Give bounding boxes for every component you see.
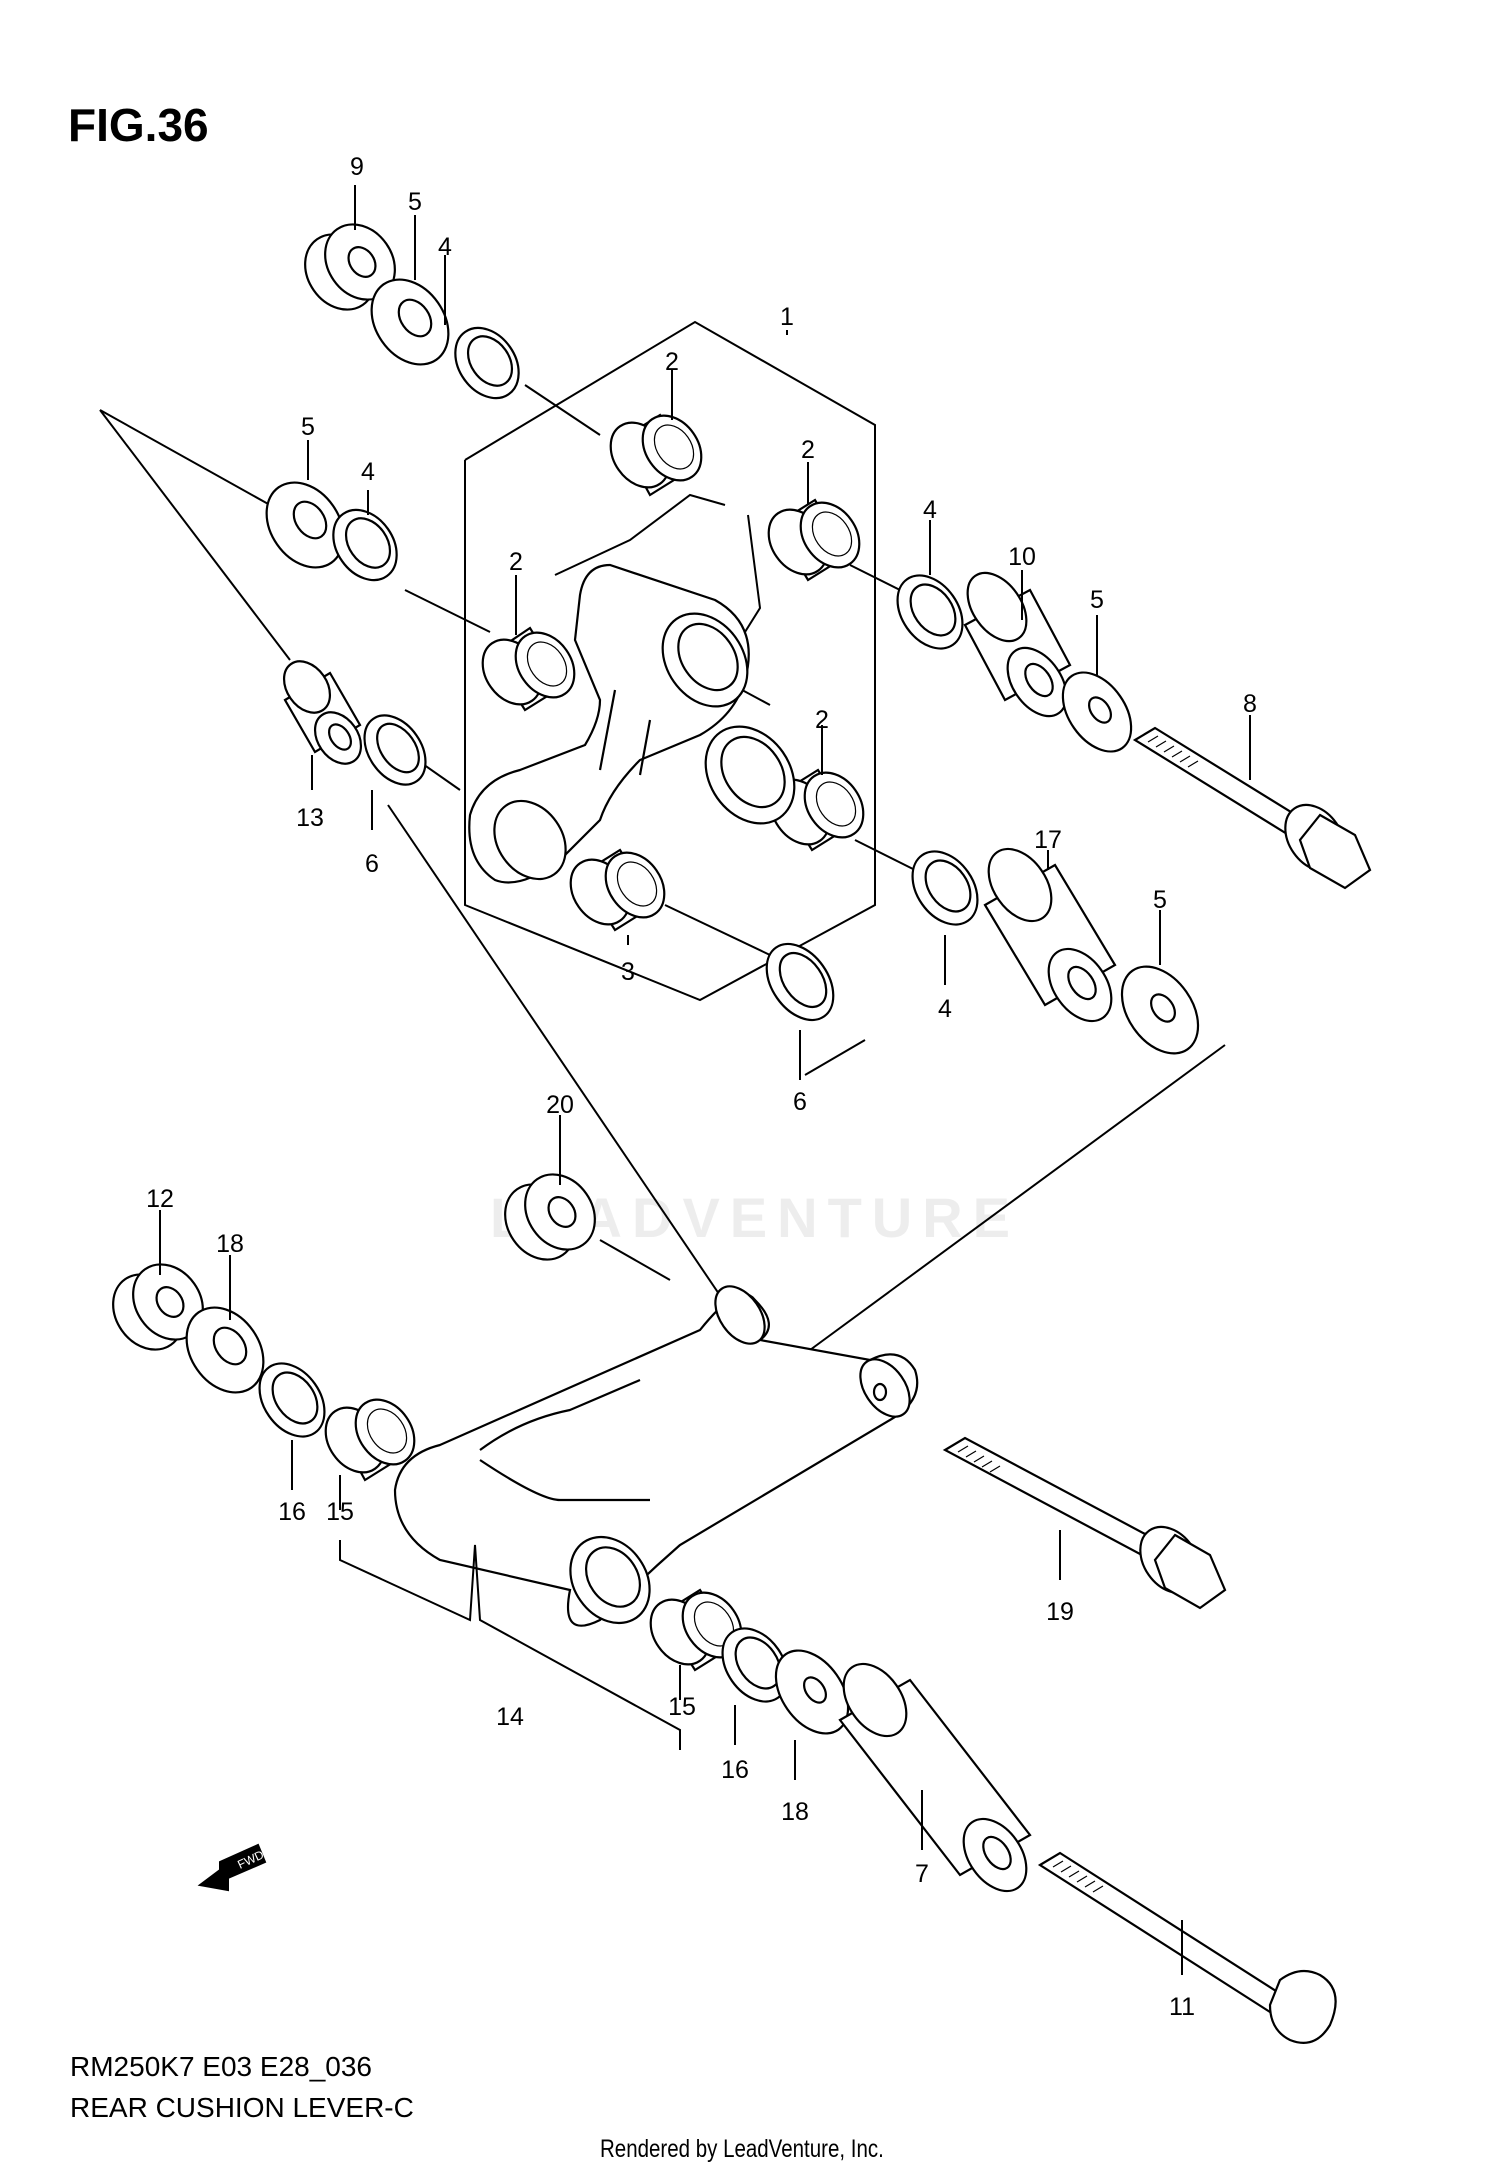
part-13-spacer <box>282 660 363 765</box>
callout-2-left: 2 <box>509 548 523 576</box>
part-18-washer-left <box>185 1306 265 1394</box>
part-4-seal-top <box>454 326 520 400</box>
part-12-nut <box>112 1263 204 1351</box>
callout-19: 19 <box>1046 1598 1074 1626</box>
callout-4-right-bottom: 4 <box>938 995 952 1023</box>
callout-4-left: 4 <box>361 458 375 486</box>
part-5-washer-right-top <box>1061 671 1133 753</box>
callout-14: 14 <box>496 1703 524 1731</box>
callout-9: 9 <box>350 153 364 181</box>
part-15-bearing-left <box>324 1398 416 1482</box>
diagram-code: RM250K7 E03 E28_036 <box>70 2051 372 2082</box>
part-4-seal-left <box>332 508 398 582</box>
part-5-washer-left <box>265 481 345 569</box>
callout-2-top: 2 <box>665 348 679 376</box>
part-10-spacer <box>963 571 1072 718</box>
part-19-bolt <box>942 1436 1227 1610</box>
figure-label: FIG.36 <box>68 99 209 151</box>
part-16-seal-left <box>258 1362 326 1438</box>
callout-16-left: 16 <box>278 1498 306 1526</box>
part-17-spacer <box>983 847 1117 1023</box>
callout-1: 1 <box>780 303 794 331</box>
callout-5-right-top: 5 <box>1090 586 1104 614</box>
part-5-washer-top <box>370 278 450 366</box>
callout-8: 8 <box>1243 690 1257 718</box>
callout-6-right: 6 <box>793 1088 807 1116</box>
part-2-bearing-left <box>481 626 576 712</box>
guide-lines <box>99 384 1226 1501</box>
part-1-cushion-lever <box>468 563 796 884</box>
diagram-name: REAR CUSHION LEVER-C <box>70 2092 414 2123</box>
part-15-bearing-right <box>649 1588 743 1672</box>
part-4-seal-right-top <box>896 574 964 650</box>
part-20-nut <box>504 1173 596 1261</box>
part-11-bolt <box>1037 1851 1337 2044</box>
callout-7: 7 <box>915 1860 929 1888</box>
callout-2-right-bottom: 2 <box>815 706 829 734</box>
callout-20: 20 <box>546 1091 574 1119</box>
render-credit: Rendered by LeadVenture, Inc. <box>600 2135 884 2163</box>
part-8-bolt <box>1132 726 1372 890</box>
callout-3: 3 <box>621 958 635 986</box>
callout-4-right-top: 4 <box>923 496 937 524</box>
callout-12: 12 <box>146 1185 174 1213</box>
callout-leaders <box>159 185 1251 1975</box>
part-6-seal-left <box>363 714 427 786</box>
part-18-washer-right <box>774 1649 850 1735</box>
callout-11: 11 <box>1169 1993 1195 2021</box>
part-14-cushion-rod <box>393 1285 919 1627</box>
fwd-direction-icon: FWD <box>197 1843 266 1892</box>
callout-5-right-bottom: 5 <box>1153 886 1167 914</box>
part-3-bearing <box>569 848 666 932</box>
callout-18-left: 18 <box>216 1230 244 1258</box>
callout-5-top: 5 <box>408 188 422 216</box>
part-4-seal-right-bottom <box>911 850 979 926</box>
callout-16-right: 16 <box>721 1756 749 1784</box>
callout-13: 13 <box>296 804 324 832</box>
callout-2-right-top: 2 <box>801 436 815 464</box>
assembly-14-bracket <box>339 1540 681 1750</box>
part-7-spacer <box>838 1662 1032 1893</box>
callout-17: 17 <box>1034 826 1062 854</box>
part-2-bearing-top <box>609 413 703 497</box>
callout-numbers: 9 5 4 1 2 5 4 2 2 4 10 5 8 2 13 6 3 17 5… <box>146 153 1257 2021</box>
callout-6-left: 6 <box>365 850 379 878</box>
callout-15-right: 15 <box>668 1693 696 1721</box>
part-2-bearing-right-top <box>767 498 861 582</box>
callout-10: 10 <box>1008 543 1036 571</box>
callout-18-right: 18 <box>781 1798 809 1826</box>
part-16-seal-right <box>721 1627 789 1703</box>
part-6-seal-right <box>765 942 835 1022</box>
part-5-washer-right-bottom <box>1120 965 1200 1055</box>
callout-5-left: 5 <box>301 413 315 441</box>
assembly-1-bracket <box>464 320 876 1076</box>
callout-4-top: 4 <box>438 233 452 261</box>
callout-15-left: 15 <box>326 1498 354 1526</box>
